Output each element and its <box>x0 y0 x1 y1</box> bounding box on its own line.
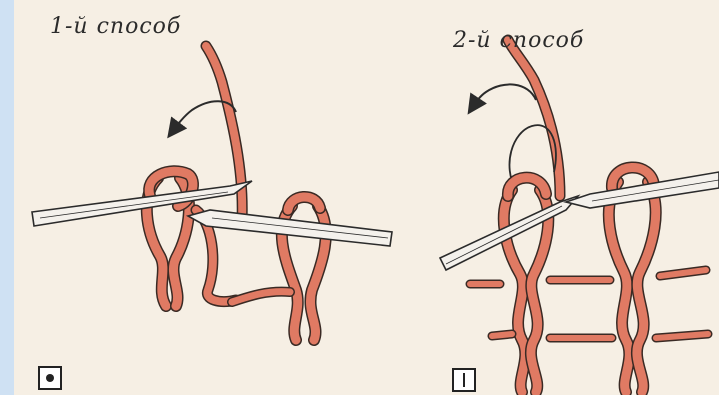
method1-diagram <box>32 46 392 340</box>
method2-title: 2-й способ <box>453 28 584 53</box>
curved-arrow-icon <box>472 84 536 108</box>
bar-in-square-icon <box>452 368 476 392</box>
dot-in-square-icon <box>38 366 62 390</box>
method2-diagram <box>440 40 719 392</box>
stitch-column-1b <box>282 197 326 340</box>
method1-title: 1-й способ <box>50 14 181 39</box>
needle-2-right <box>566 172 719 208</box>
